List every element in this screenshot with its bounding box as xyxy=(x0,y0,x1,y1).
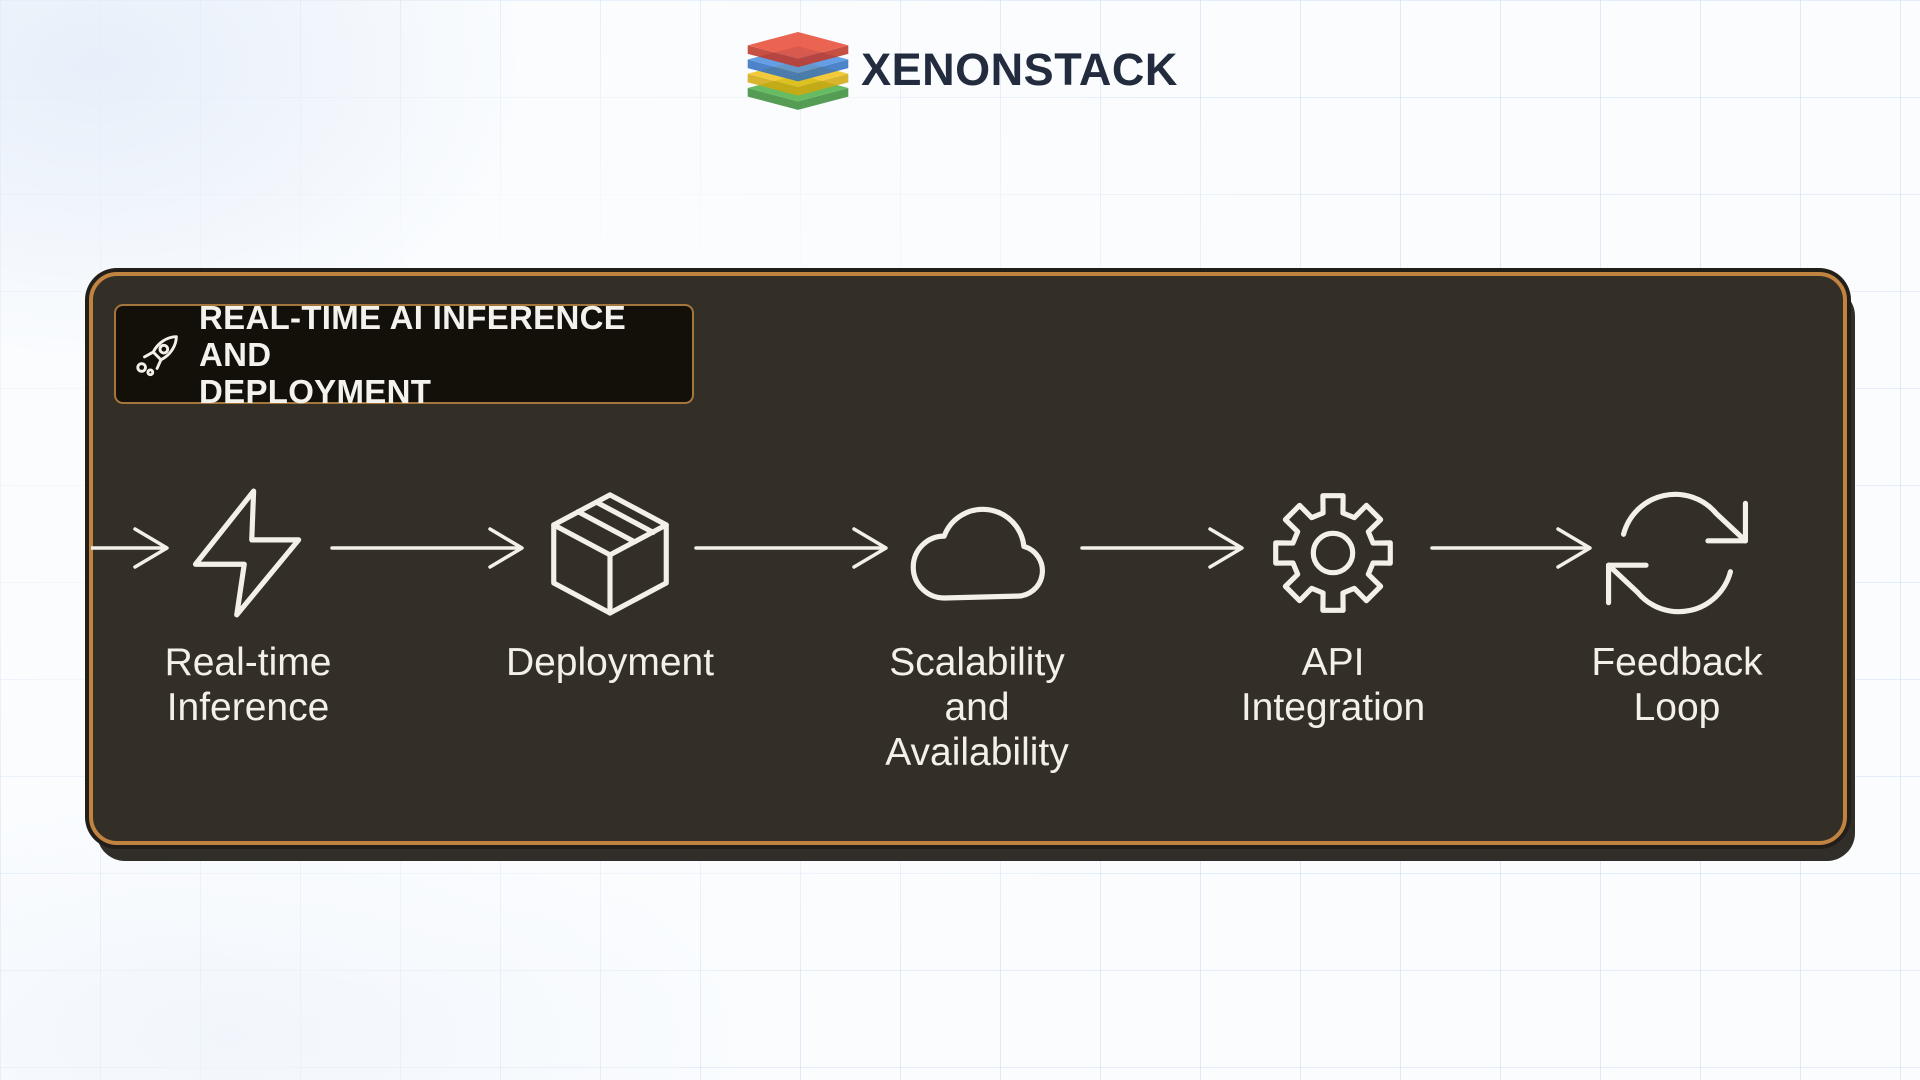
panel-title-box: REAL-TIME AI INFERENCE AND DEPLOYMENT xyxy=(114,299,694,410)
step-scalability-availability: Scalability and Availability xyxy=(852,478,1102,775)
flow-panel: REAL-TIME AI INFERENCE AND DEPLOYMENT Re… xyxy=(89,272,1847,845)
gear-icon xyxy=(1273,493,1393,613)
panel-title: REAL-TIME AI INFERENCE AND DEPLOYMENT xyxy=(199,298,627,410)
flow-arrow xyxy=(1430,527,1592,569)
package-icon xyxy=(551,492,669,616)
layers-logo-icon xyxy=(747,32,849,110)
step-label: API Integration xyxy=(1240,641,1426,729)
sync-icon xyxy=(1605,491,1749,615)
lightning-icon xyxy=(192,488,302,618)
cloud-icon xyxy=(910,506,1045,601)
step-label: Deployment xyxy=(505,641,715,684)
step-feedback-loop: Feedback Loop xyxy=(1552,478,1802,730)
step-real-time-inference: Real-time Inference xyxy=(123,478,373,730)
step-deployment: Deployment xyxy=(485,478,735,685)
brand-name: XENONSTACK xyxy=(861,44,1178,95)
rocket-icon xyxy=(136,335,178,377)
flow-arrow xyxy=(1080,527,1244,569)
flow-arrow xyxy=(694,527,888,569)
flow-arrow xyxy=(91,527,169,569)
step-label: Real-time Inference xyxy=(164,641,332,729)
step-label: Scalability and Availability xyxy=(885,641,1069,774)
brand-header: XENONSTACK xyxy=(0,28,1920,112)
flow-arrow xyxy=(330,527,524,569)
step-label: Feedback Loop xyxy=(1591,641,1763,729)
step-api-integration: API Integration xyxy=(1208,478,1458,730)
